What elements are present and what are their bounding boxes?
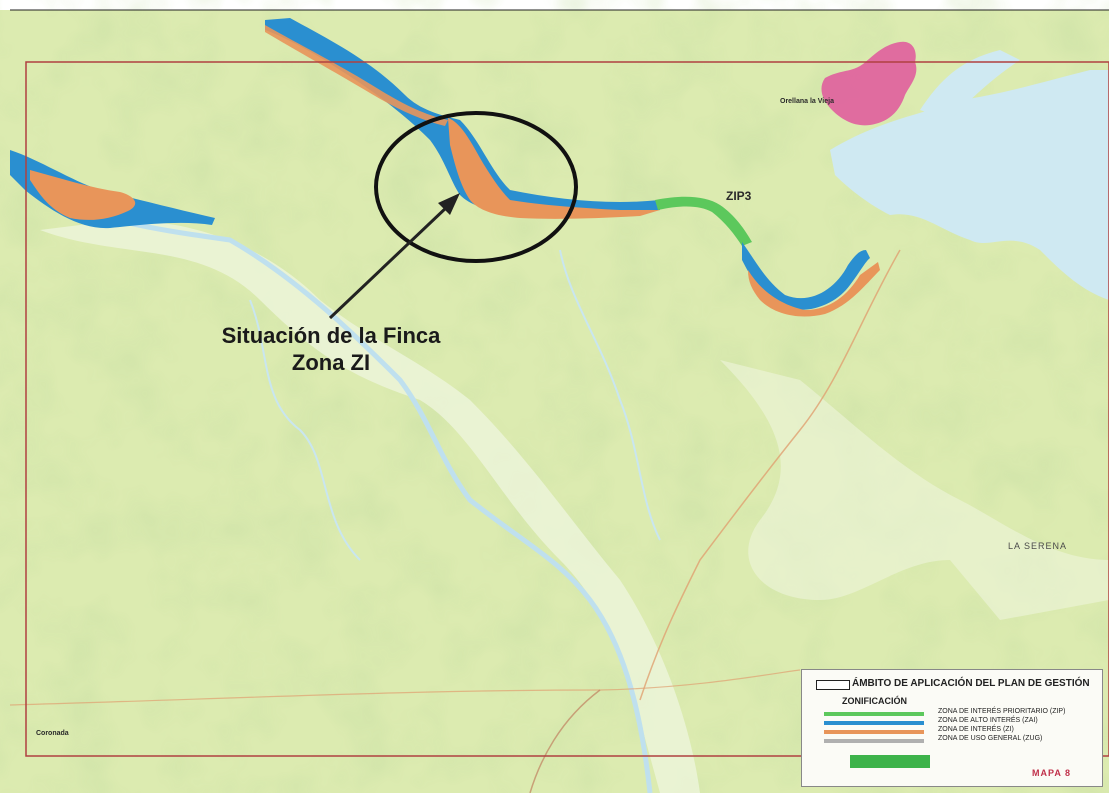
road bbox=[639, 249, 901, 701]
legend-item-zip: ZONA DE INTERÉS PRIORITARIO (ZIP) bbox=[938, 708, 1066, 715]
map-frame bbox=[25, 61, 1109, 757]
zi-strip-north bbox=[265, 25, 448, 126]
zi-corridor-north bbox=[448, 118, 660, 219]
stream bbox=[249, 299, 361, 561]
road bbox=[529, 689, 601, 793]
town-label-sw: Coronada bbox=[36, 730, 69, 737]
zi-corridor-east bbox=[748, 262, 880, 317]
legend-item-zai: ZONA DE ALTO INTERÉS (ZAI) bbox=[938, 717, 1038, 724]
legend-item-zug: ZONA DE USO GENERAL (ZUG) bbox=[938, 735, 1043, 742]
map-legend: ÁMBITO DE APLICACIÓN DEL PLAN DE GESTIÓN… bbox=[801, 669, 1103, 787]
legend-scope-symbol bbox=[816, 680, 850, 690]
legend-swatch-zai bbox=[824, 721, 924, 725]
reservoir bbox=[830, 70, 1109, 300]
valley-light bbox=[720, 360, 1109, 620]
town-label: Orellana la Vieja bbox=[780, 98, 834, 105]
zai-corridor-east bbox=[742, 242, 870, 310]
river bbox=[18, 177, 653, 793]
legend-swatch-zug bbox=[824, 739, 924, 743]
road bbox=[9, 669, 801, 706]
legend-swatch-zi bbox=[824, 730, 924, 734]
map-number: MAPA 8 bbox=[1032, 768, 1072, 778]
annotation-line-1: Situación de la Finca bbox=[221, 323, 441, 348]
site-arrow-shaft bbox=[328, 204, 450, 320]
region-label: LA SERENA bbox=[1008, 541, 1068, 551]
agency-logo bbox=[850, 755, 930, 768]
zip3-label: ZIP3 bbox=[726, 189, 752, 203]
legend-item-zi: ZONA DE INTERÉS (ZI) bbox=[938, 726, 1014, 733]
legend-swatch-zip bbox=[824, 712, 924, 716]
annotation-line-2: Zona ZI bbox=[291, 350, 371, 375]
site-arrow-head bbox=[438, 193, 460, 215]
stream bbox=[559, 249, 661, 541]
legend-zonificacion-heading: ZONIFICACIÓN bbox=[842, 696, 907, 706]
reservoir-arm bbox=[920, 50, 1020, 120]
site-circle bbox=[374, 111, 578, 263]
zai-corridor-north bbox=[265, 18, 660, 217]
zi-corridor-west bbox=[30, 170, 136, 220]
legend-title: ÁMBITO DE APLICACIÓN DEL PLAN DE GESTIÓN bbox=[852, 678, 1090, 689]
zip-corridor bbox=[655, 196, 752, 246]
